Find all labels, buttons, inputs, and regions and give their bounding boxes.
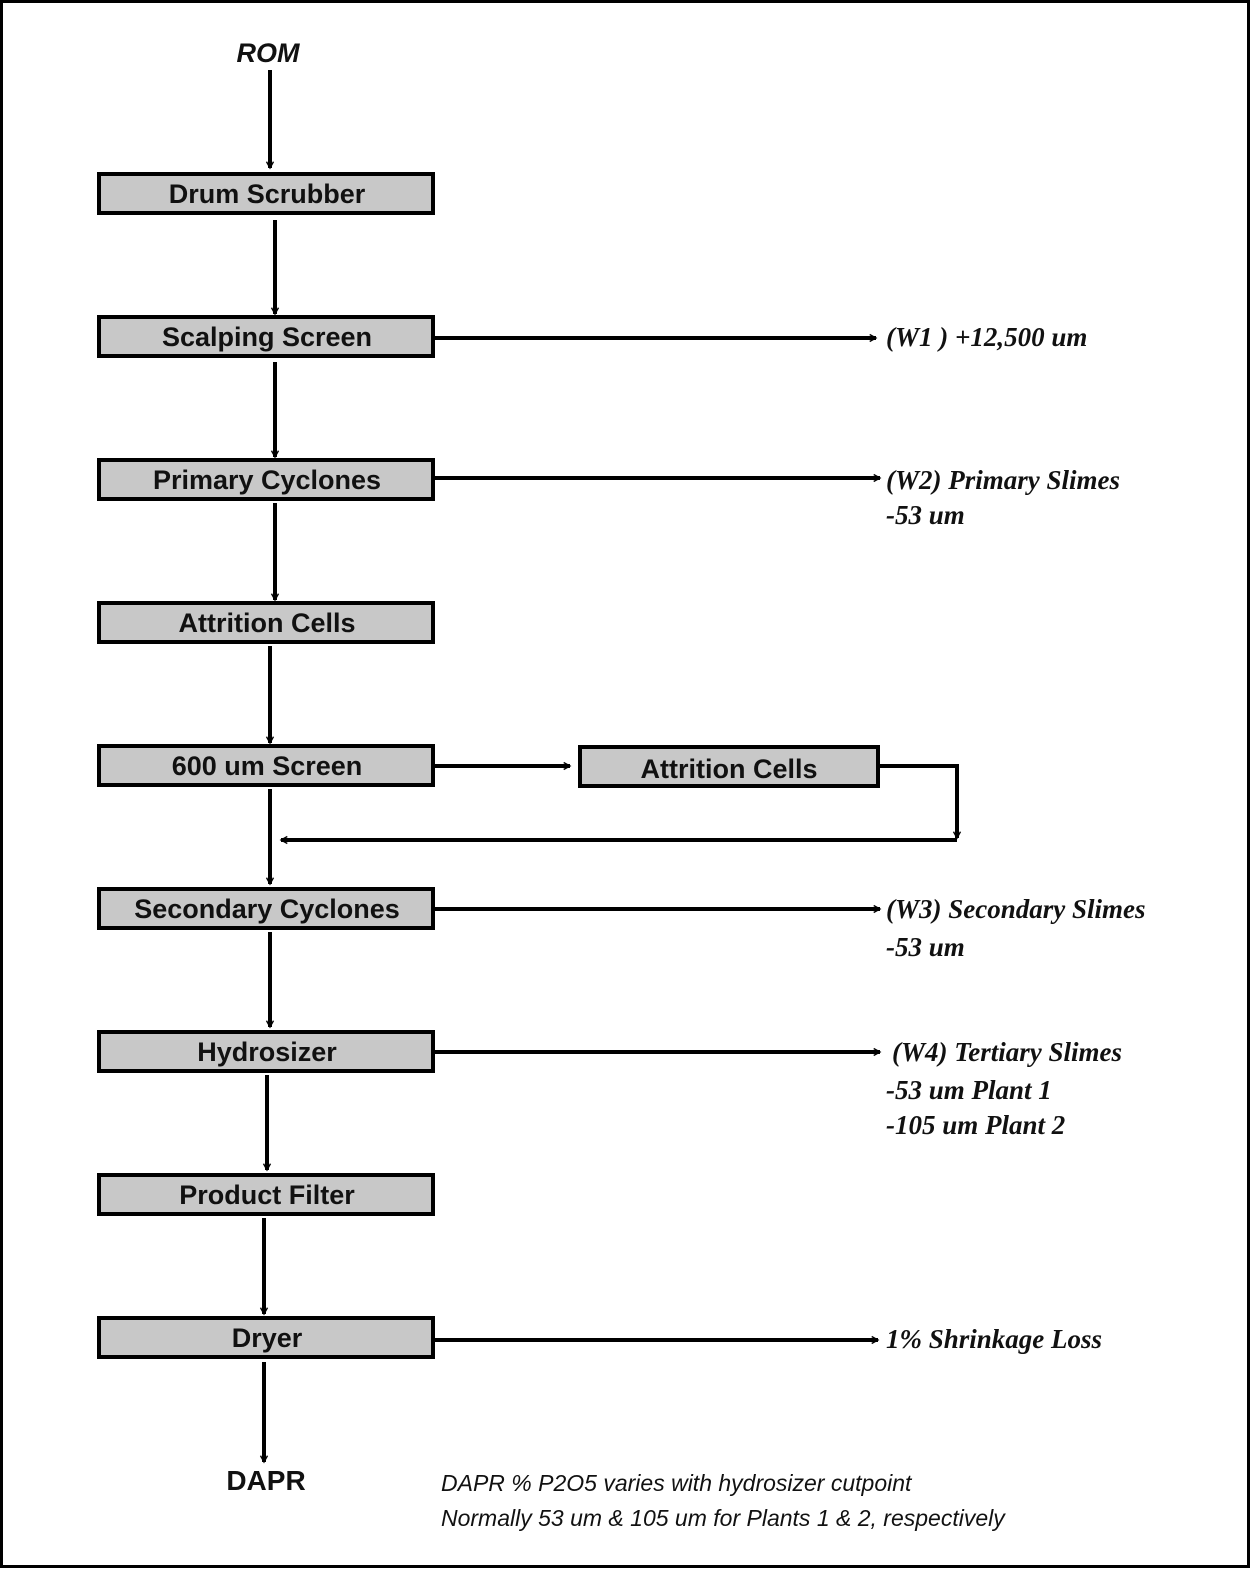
svg-text:Attrition Cells: Attrition Cells [640, 754, 817, 784]
svg-text:Hydrosizer: Hydrosizer [197, 1037, 337, 1067]
vertical-arrows [259, 70, 280, 1464]
note-line-2: Normally 53 um & 105 um for Plants 1 & 2… [441, 1505, 1006, 1531]
label-w2-size: -53 um [886, 500, 965, 530]
box-attrition-cells: Attrition Cells [97, 601, 435, 644]
svg-text:Drum Scrubber: Drum Scrubber [169, 179, 366, 209]
svg-text:600 um Screen: 600 um Screen [172, 751, 363, 781]
box-600um-screen: 600 um Screen [97, 744, 435, 787]
horizontal-arrows [279, 333, 962, 1345]
label-w3: (W3) Secondary Slimes [886, 894, 1146, 924]
svg-text:Scalping Screen: Scalping Screen [162, 322, 372, 352]
box-hydrosizer: Hydrosizer [97, 1030, 435, 1073]
svg-text:Primary Cyclones: Primary Cyclones [153, 465, 381, 495]
output-label: DAPR [226, 1465, 305, 1496]
svg-text:Secondary Cyclones: Secondary Cyclones [134, 894, 400, 924]
label-w4-plant2: -105 um Plant 2 [886, 1110, 1065, 1140]
box-primary-cyclones: Primary Cyclones [97, 458, 435, 501]
label-w3-size: -53 um [886, 932, 965, 962]
svg-text:Product Filter: Product Filter [179, 1180, 355, 1210]
arrow-attrition-down [878, 764, 962, 840]
note-line-1: DAPR % P2O5 varies with hydrosizer cutpo… [441, 1470, 913, 1496]
label-shrinkage: 1% Shrinkage Loss [886, 1324, 1102, 1354]
input-label: ROM [237, 38, 301, 68]
label-w2: (W2) Primary Slimes [886, 465, 1120, 495]
label-w4: (W4) Tertiary Slimes [892, 1037, 1122, 1067]
label-w1: (W1 ) +12,500 um [886, 322, 1087, 352]
box-product-filter: Product Filter [97, 1173, 435, 1216]
waste-labels: (W1 ) +12,500 um (W2) Primary Slimes -53… [886, 322, 1146, 1354]
label-w4-plant1: -53 um Plant 1 [886, 1075, 1052, 1105]
box-secondary-cyclones: Secondary Cyclones [97, 887, 435, 930]
svg-text:Attrition Cells: Attrition Cells [178, 608, 355, 638]
box-side-attrition-cells: Attrition Cells [578, 745, 880, 788]
box-dryer: Dryer [97, 1316, 435, 1359]
box-scalping-screen: Scalping Screen [97, 315, 435, 358]
process-boxes: Drum Scrubber Scalping Screen Primary Cy… [97, 172, 880, 1359]
svg-text:Dryer: Dryer [232, 1323, 303, 1353]
box-drum-scrubber: Drum Scrubber [97, 172, 435, 215]
